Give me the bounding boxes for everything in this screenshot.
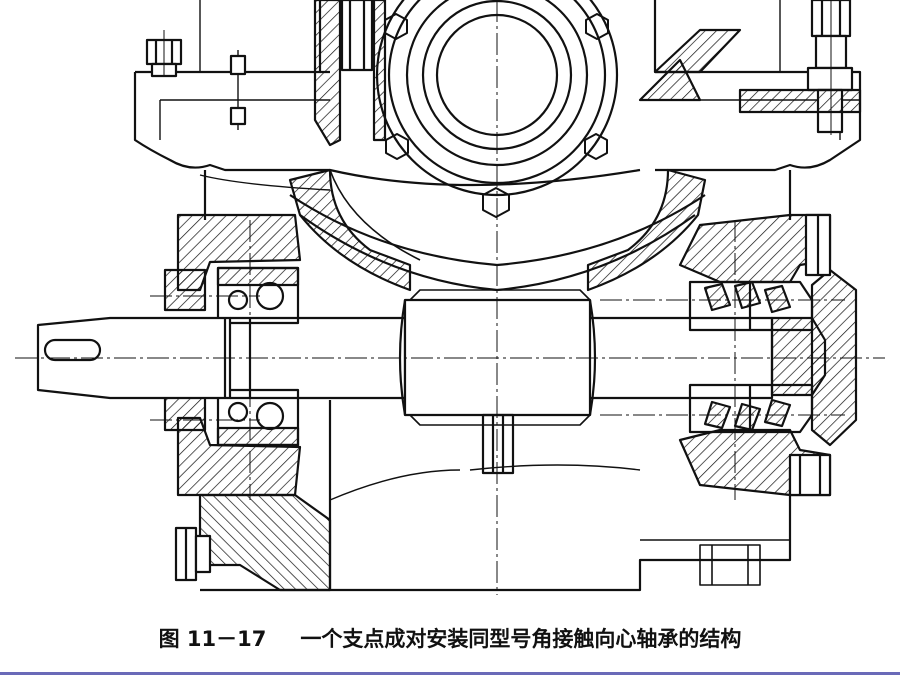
worm-shaft xyxy=(36,298,774,417)
right-flange-bolt xyxy=(806,0,854,135)
figure-number: 图 11－17 xyxy=(158,627,267,651)
bottom-rule xyxy=(0,672,900,675)
housing-wall-top-right xyxy=(653,28,742,74)
right-upper-bolt xyxy=(804,213,832,277)
right-tapered-roller-bearing xyxy=(688,280,814,434)
left-lower-bolt xyxy=(174,526,212,582)
gear-rim-right xyxy=(586,168,707,292)
housing-foot-right xyxy=(699,544,761,586)
gear-bolt xyxy=(384,13,609,218)
figure-title: 一个支点成对安装同型号角接触向心轴承的结构 xyxy=(300,627,742,651)
housing-wall-top-mid xyxy=(638,58,702,102)
left-stud xyxy=(229,50,247,130)
left-ball-bearing xyxy=(216,266,300,447)
right-lower-bolt xyxy=(788,453,832,497)
left-seal-upper xyxy=(163,268,207,312)
top-center-bolt xyxy=(313,0,387,147)
bearing-assembly-drawing xyxy=(15,0,885,595)
left-housing-lower xyxy=(198,493,332,592)
shaft-lock-nut xyxy=(770,316,827,397)
worm-teeth-bottom xyxy=(409,414,591,426)
left-flange-bolt xyxy=(145,30,183,78)
lower-shaft-stub xyxy=(481,413,515,475)
housing-wall-right xyxy=(738,88,862,114)
worm-teeth-top xyxy=(409,289,591,301)
figure-caption: 图 11－17 一个支点成对安装同型号角接触向心轴承的结构 xyxy=(0,618,900,658)
gear-rim-left xyxy=(288,168,412,292)
